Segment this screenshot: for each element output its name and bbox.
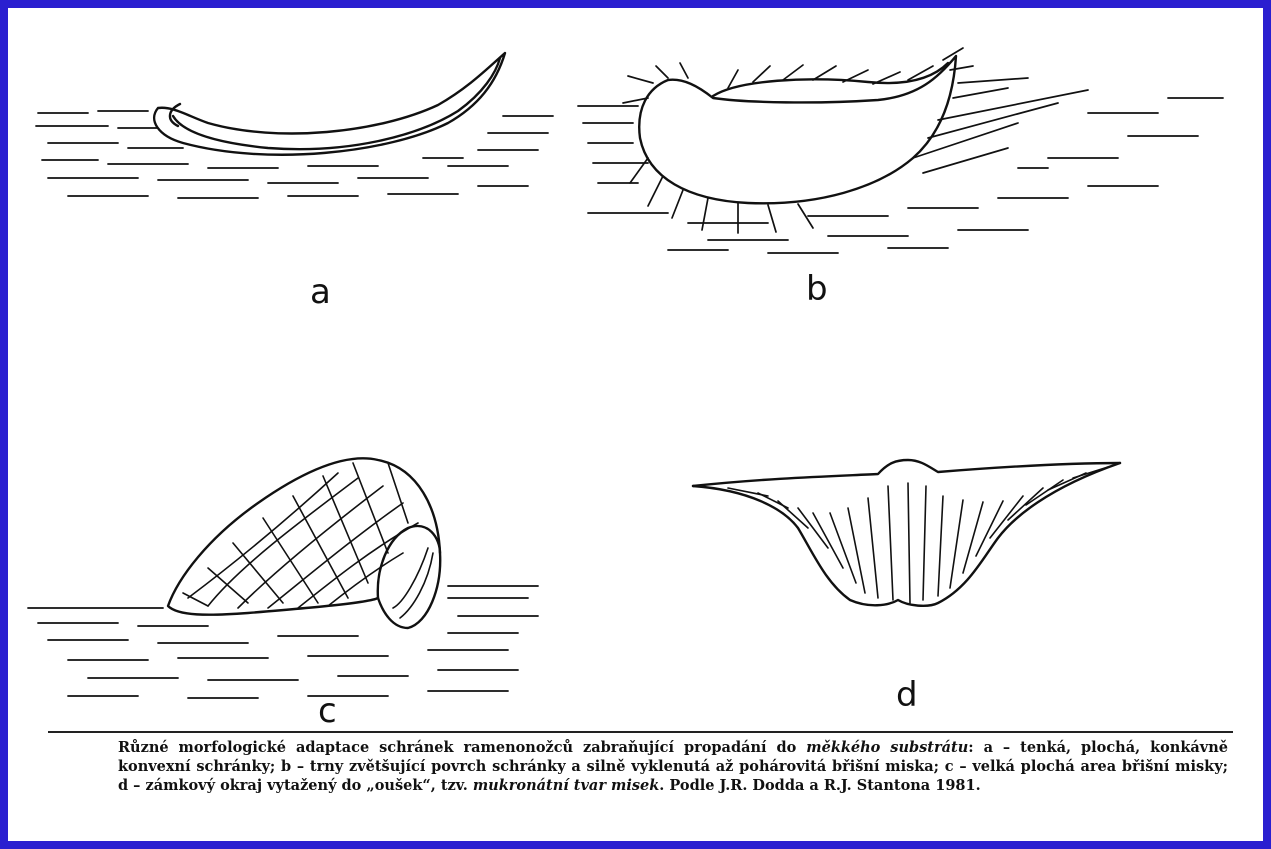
shell-d-illustration — [693, 460, 1120, 606]
shell-a-illustration — [36, 53, 553, 198]
shell-b-illustration — [578, 48, 1223, 253]
caption-italic-substrate: měkkého substrátu — [806, 739, 968, 756]
document-page: a b c d Různé morfologické adaptace schr… — [8, 8, 1263, 841]
label-c: c — [318, 694, 337, 728]
figure-caption: Různé morfologické adaptace schránek ram… — [118, 738, 1228, 795]
shell-c-illustration — [28, 458, 538, 698]
label-d: d — [896, 678, 918, 712]
caption-divider — [48, 731, 1233, 733]
brachiopod-figure — [8, 8, 1263, 728]
caption-suffix: . Podle J.R. Dodda a R.J. Stantona 1981. — [659, 777, 980, 794]
label-b: b — [806, 272, 828, 306]
label-a: a — [310, 275, 331, 309]
caption-prefix: Různé morfologické adaptace schránek ram… — [118, 739, 806, 756]
caption-italic-shape: mukronátní tvar misek — [473, 777, 659, 794]
